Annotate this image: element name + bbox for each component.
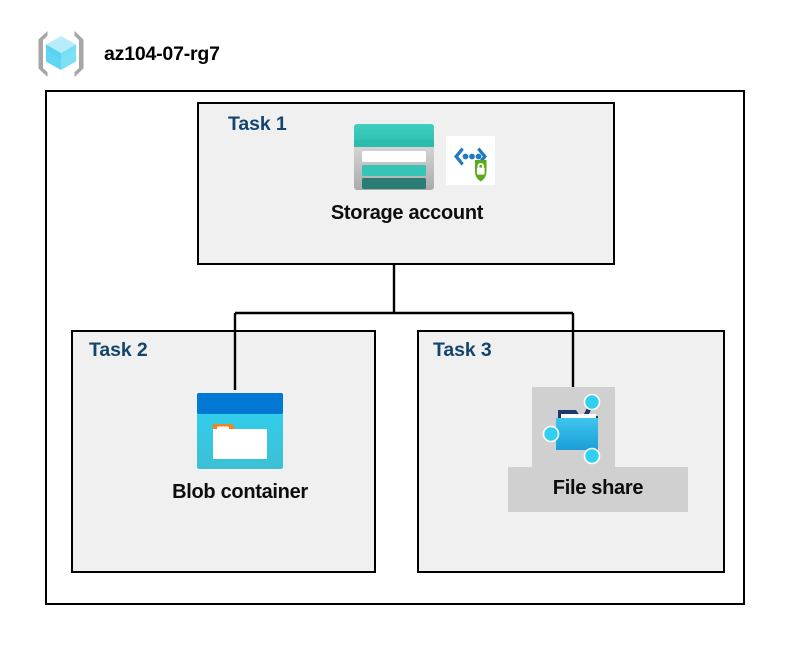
task-1-label: Task 1 [228,113,287,135]
file-share-label-plate [508,467,688,512]
storage-account-caption: Storage account [330,202,484,224]
resource-group-title: az104-07-rg7 [104,42,220,65]
storage-account-icon [354,124,434,190]
secure-endpoint-icon [446,136,495,185]
file-share-caption: File share [552,477,644,499]
task-3-label: Task 3 [433,339,492,361]
resource-group-header: az104-07-rg7 [32,26,220,82]
resource-group-cube-icon [38,31,84,77]
blob-container-caption: Blob container [172,481,308,503]
file-share-icon [542,393,601,465]
blob-container-icon [197,393,283,469]
task-2-label: Task 2 [89,339,148,361]
